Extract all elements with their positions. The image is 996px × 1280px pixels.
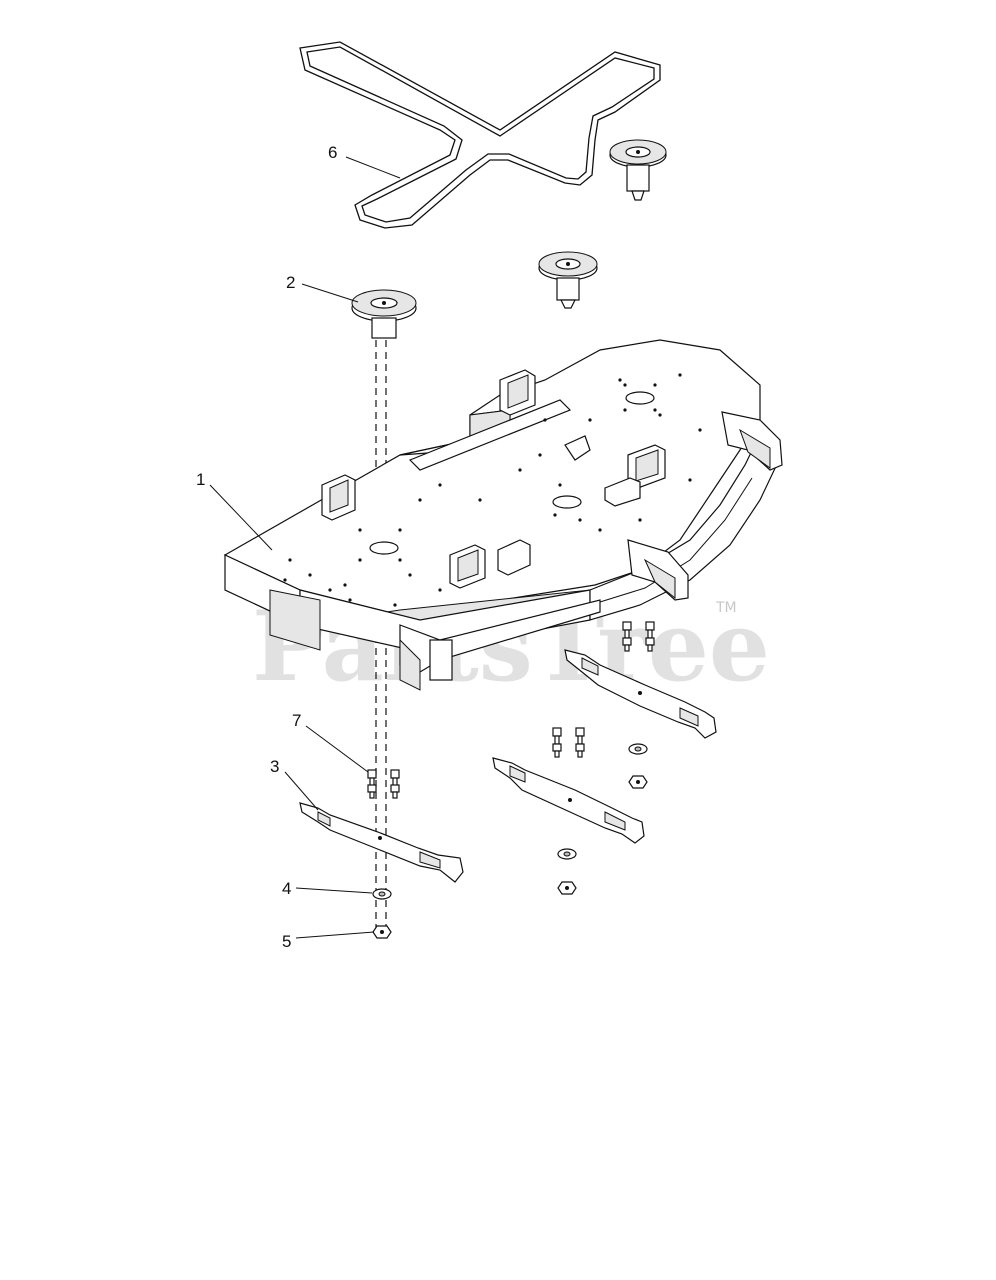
bolt-set-center[interactable] xyxy=(552,727,585,758)
spindle-assembly-center[interactable] xyxy=(538,251,598,309)
washer-left[interactable] xyxy=(372,888,392,900)
bolt xyxy=(622,637,632,652)
deck-bracket xyxy=(499,369,536,416)
blade-center[interactable] xyxy=(492,757,645,844)
watermark-trademark: TM xyxy=(715,600,737,616)
bolt xyxy=(575,727,585,745)
bolt xyxy=(645,637,655,652)
callout-4: 4 xyxy=(282,879,291,898)
bolt xyxy=(552,743,562,758)
callout-7: 7 xyxy=(292,711,301,730)
spindle-hole xyxy=(369,541,399,555)
spindle-hole xyxy=(625,391,655,405)
washer-right[interactable] xyxy=(628,743,648,755)
washer-center[interactable] xyxy=(557,848,577,860)
deck-bracket xyxy=(627,444,666,489)
callout-1: 1 xyxy=(196,470,205,489)
callout-2: 2 xyxy=(286,273,295,292)
bolt xyxy=(390,769,400,787)
bolt xyxy=(367,769,377,787)
bolt xyxy=(622,621,632,639)
spindle-assembly-left[interactable] xyxy=(351,289,417,339)
bolt-set-right[interactable] xyxy=(622,621,655,652)
bolt xyxy=(390,784,400,799)
callout-3: 3 xyxy=(270,757,279,776)
belt[interactable] xyxy=(299,41,661,229)
blade-right[interactable] xyxy=(564,649,717,739)
deck-bracket xyxy=(449,544,486,589)
spindle-hole xyxy=(552,495,582,509)
deck-rivets xyxy=(283,373,702,607)
assembly-axis-line xyxy=(375,340,387,930)
deck-bracket xyxy=(497,539,531,576)
deck-bracket xyxy=(564,435,591,461)
nut-right[interactable] xyxy=(628,775,648,789)
mower-deck[interactable] xyxy=(223,339,783,691)
blade-left[interactable] xyxy=(299,802,464,883)
callout-6: 6 xyxy=(328,143,337,162)
leader-lines xyxy=(209,156,401,939)
nut-left[interactable] xyxy=(372,925,392,939)
bolt-set-left[interactable] xyxy=(367,769,400,799)
nut-center[interactable] xyxy=(557,881,577,895)
spindle-assembly-right[interactable] xyxy=(609,139,667,201)
gauge-wheel-bracket xyxy=(627,539,689,601)
bolt xyxy=(367,784,377,799)
gauge-wheel-bracket xyxy=(721,411,783,471)
deck-bracket xyxy=(604,477,641,507)
bolt xyxy=(552,727,562,745)
callout-5: 5 xyxy=(282,932,291,951)
bolt xyxy=(575,743,585,758)
deck-bracket xyxy=(321,474,356,521)
